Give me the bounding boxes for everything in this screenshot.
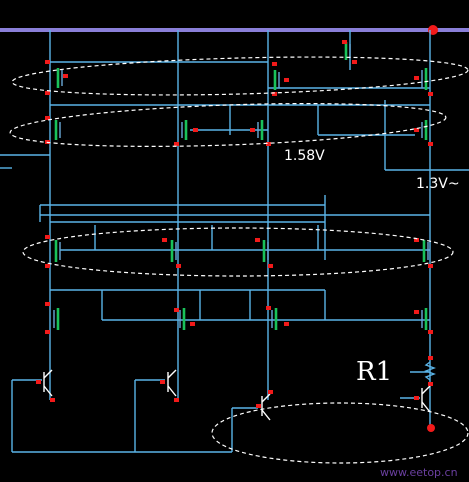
annotation-ellipse-top (11, 56, 469, 96)
watermark: www.eetop.cn (380, 466, 458, 479)
mosfet-row-4 (53, 308, 428, 330)
voltage-label-2: 1.3V~ (416, 176, 460, 192)
mosfet-row-1 (56, 42, 428, 90)
mosfet-row-2 (54, 120, 428, 140)
pins (36, 40, 435, 432)
annotation-ellipse-second (9, 103, 447, 147)
resistor-label: R1 (356, 357, 392, 387)
mosfet-row-3 (54, 240, 429, 262)
vertical-wires (11, 30, 431, 452)
bjt-transistors (43, 369, 431, 421)
resistor-r1 (424, 361, 436, 381)
horizontal-wires (0, 61, 469, 453)
annotation-ellipse-bottom (211, 402, 469, 464)
annotation-ellipse-mirror (22, 227, 454, 277)
voltage-label-1: 1.58V (284, 148, 325, 164)
